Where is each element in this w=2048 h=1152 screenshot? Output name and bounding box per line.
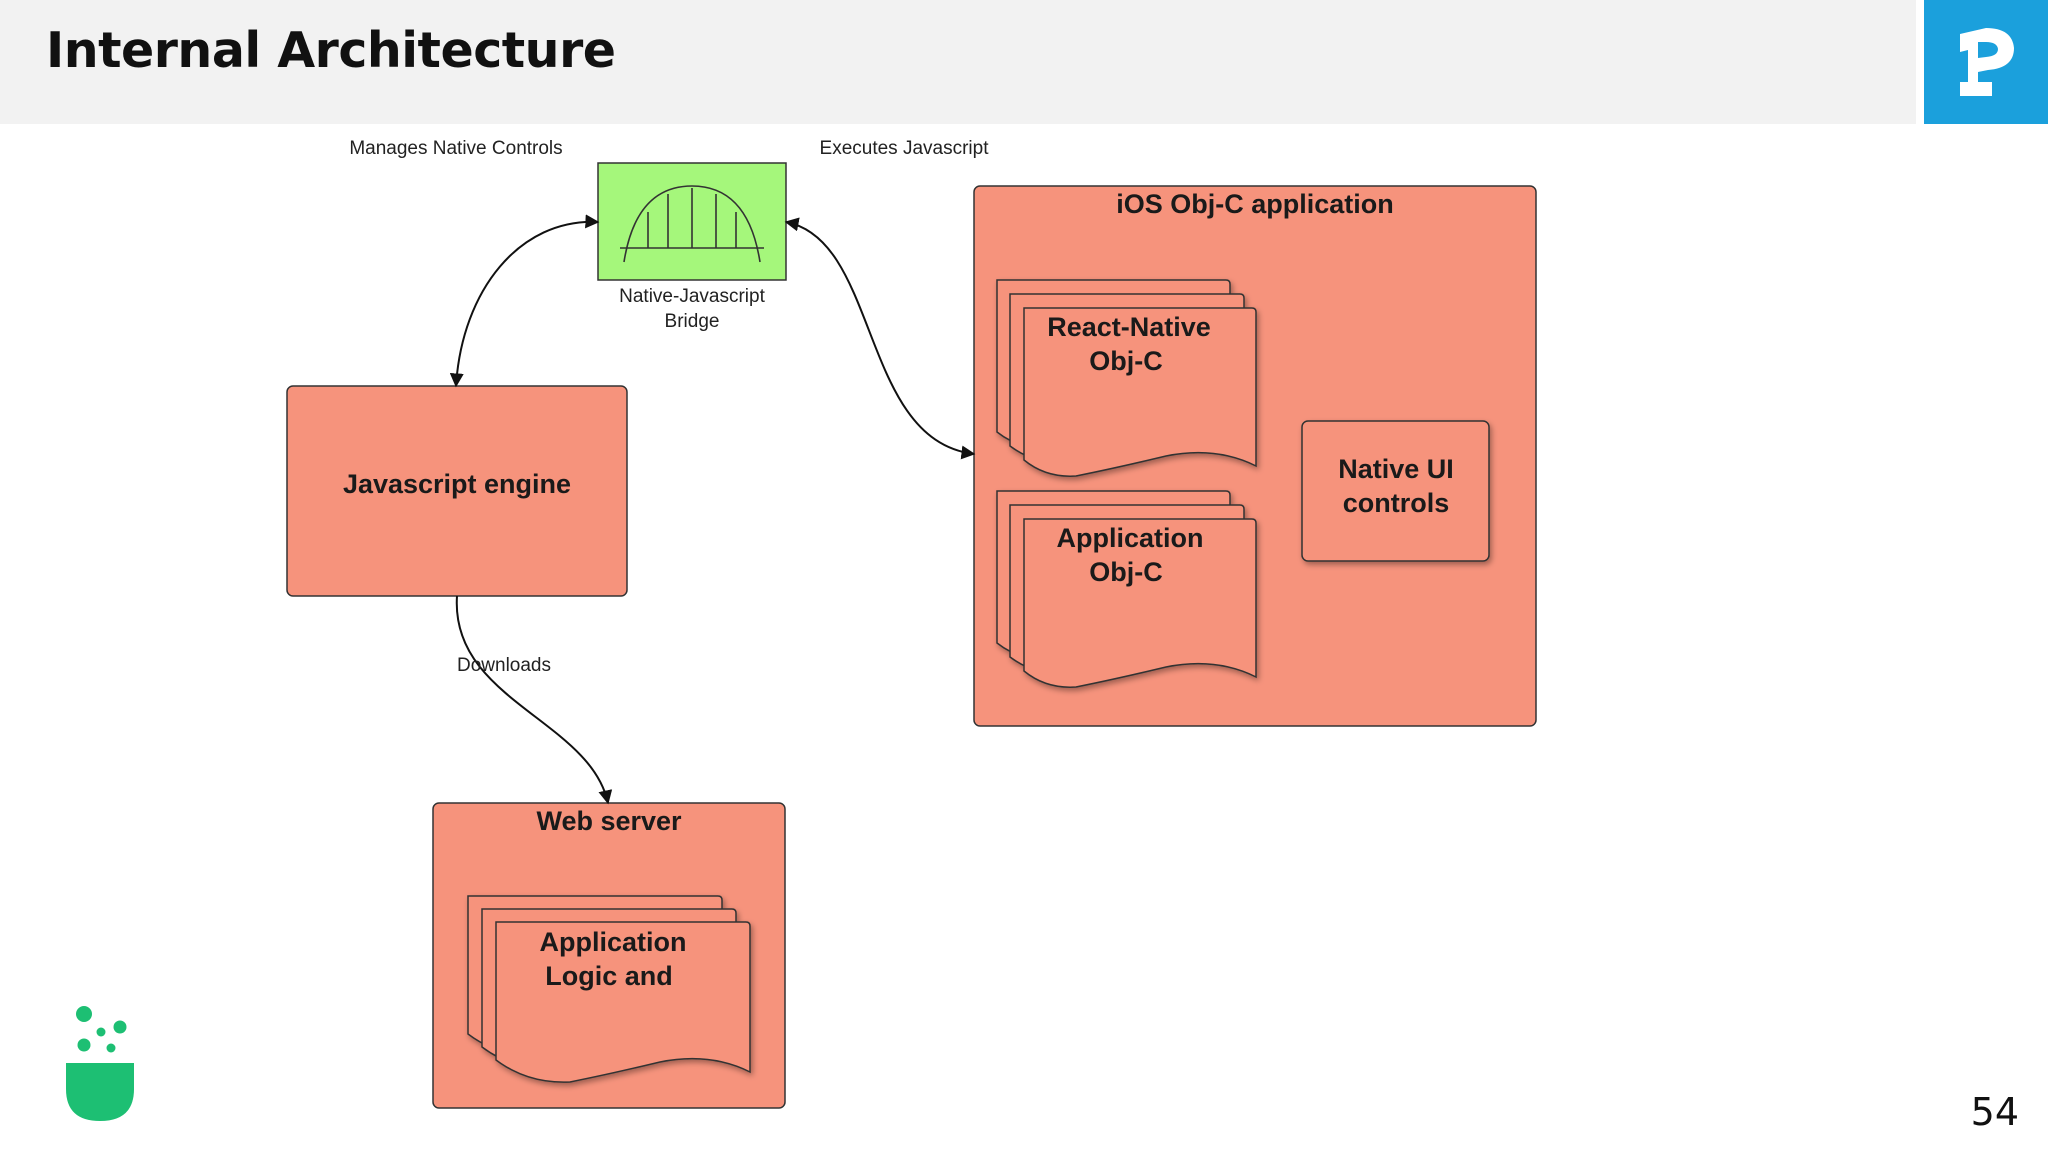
label-downloads: Downloads xyxy=(457,655,551,676)
p-logo-icon xyxy=(1960,28,2014,96)
native-ui-line2: controls xyxy=(1343,488,1450,518)
web-server-title: Web server xyxy=(536,806,682,836)
brand-logo xyxy=(1924,0,2048,124)
slide-title: Internal Architecture xyxy=(46,22,616,79)
javascript-engine-title: Javascript engine xyxy=(343,469,571,499)
react-native-doc-line2: Obj-C xyxy=(1089,346,1163,376)
react-native-doc-line1: React-Native xyxy=(1047,312,1211,342)
application-logic-doc-line1: Application xyxy=(540,927,687,957)
ios-app-title: iOS Obj-C application xyxy=(1116,189,1394,219)
application-objc-doc-line1: Application xyxy=(1057,523,1204,553)
page-number: 54 xyxy=(1970,1090,2019,1134)
slide-header: Internal Architecture xyxy=(0,0,1916,124)
connector-bridge-js-engine xyxy=(449,214,600,388)
application-objc-doc-stack xyxy=(996,490,1257,688)
connector-js-engine-web-server xyxy=(455,595,613,805)
native-ui-controls-node xyxy=(1301,420,1490,562)
application-logic-doc-line2: Logic and xyxy=(545,961,673,991)
beaker-logo-icon xyxy=(60,1003,140,1125)
bridge-label-line2: Bridge xyxy=(665,311,720,332)
connector-bridge-ios-app xyxy=(784,217,976,460)
bridge-node xyxy=(597,162,787,281)
application-objc-doc-line2: Obj-C xyxy=(1089,557,1163,587)
label-manages-native-controls: Manages Native Controls xyxy=(349,138,562,159)
native-ui-line1: Native UI xyxy=(1338,454,1454,484)
application-logic-doc-stack xyxy=(467,895,751,1083)
label-executes-javascript: Executes Javascript xyxy=(820,138,990,159)
bridge-icon xyxy=(620,185,764,263)
bridge-label-line1: Native-Javascript xyxy=(619,286,765,307)
react-native-doc-stack xyxy=(996,279,1257,477)
